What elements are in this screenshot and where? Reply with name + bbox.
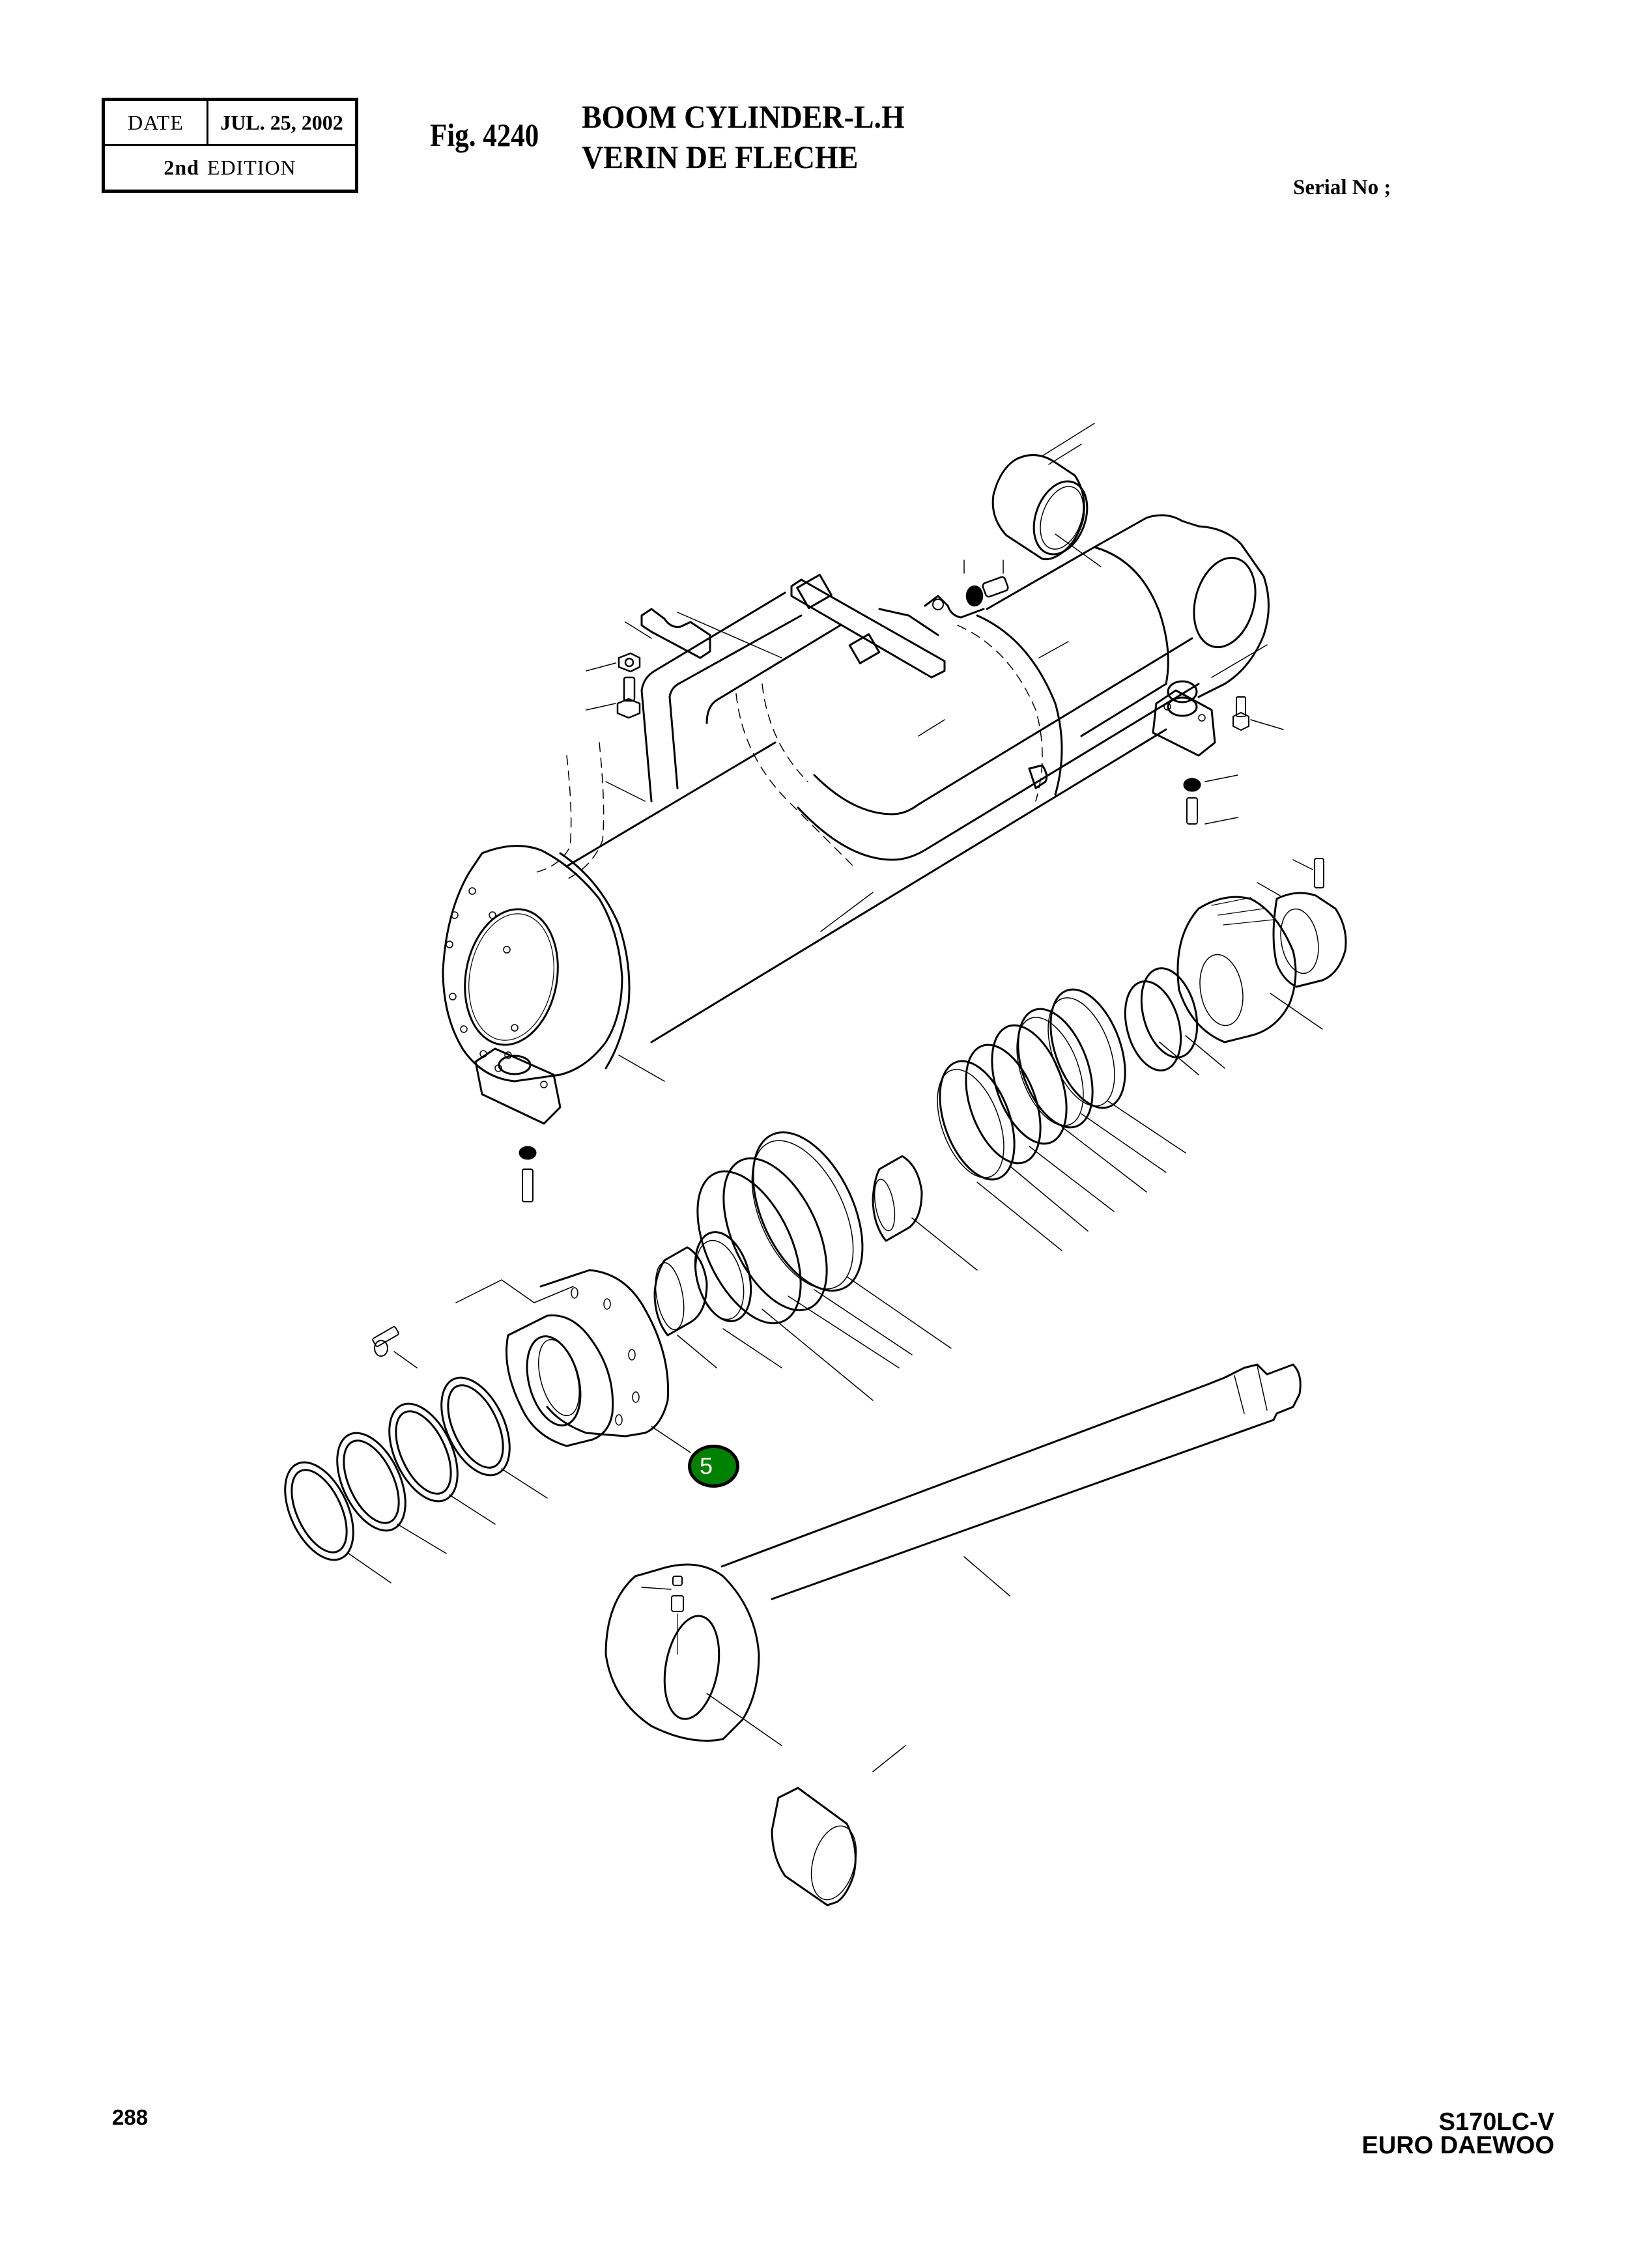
nut-and-bolt-upper-left — [616, 652, 641, 719]
title-french: VERIN DE FLECHE — [582, 139, 859, 175]
title-english: BOOM CYLINDER-L.H — [582, 98, 905, 135]
serial-number-label: Serial No ; — [1293, 176, 1391, 199]
nut-and-bolt-top — [965, 576, 1009, 607]
rod-cover-gland — [284, 1269, 670, 1561]
edition-row: 2nd EDITION — [105, 146, 355, 190]
pipe-clamp-and-bracket — [640, 578, 1048, 789]
piston-rod — [605, 1363, 1302, 1906]
flange-block-right — [1152, 680, 1249, 825]
edition-ordinal: 2nd — [164, 156, 199, 179]
edition-label: EDITION — [206, 156, 296, 179]
date-value: JUL. 25, 2002 — [220, 110, 343, 134]
figure-number: Fig. 4240 — [430, 117, 539, 153]
model-name: S170LC-V — [1438, 2108, 1554, 2136]
page-number: 288 — [112, 2105, 149, 2129]
date-row: DATE JUL. 25, 2002 — [105, 101, 355, 146]
part-callout-5[interactable]: 5 — [688, 1445, 739, 1488]
piston-and-seals — [653, 858, 1347, 1337]
cylinder-tube — [442, 514, 1270, 1083]
hydraulic-pipes — [640, 573, 1200, 861]
model-info: S170LC-V EURO DAEWOO — [1361, 2108, 1554, 2159]
figure-title: BOOM CYLINDER-L.H VERIN DE FLECHE — [582, 96, 905, 177]
flange-block-left — [474, 1047, 562, 1202]
date-label: DATE — [105, 101, 208, 144]
date-edition-box: DATE JUL. 25, 2002 2nd EDITION — [102, 98, 358, 193]
leader-lines — [348, 423, 1323, 1772]
brand-name: EURO DAEWOO — [1361, 2132, 1554, 2159]
top-bushing — [991, 444, 1089, 561]
